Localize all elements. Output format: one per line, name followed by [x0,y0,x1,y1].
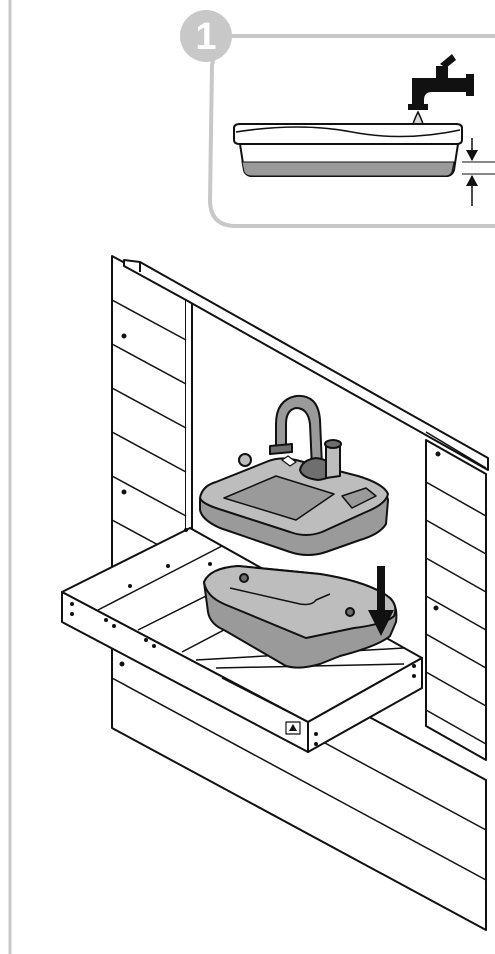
sink-faucet [269,394,342,481]
right-post [425,439,487,761]
down-arrow-icon [368,566,394,636]
sink-basin [199,453,389,556]
warning-label-icon [285,721,301,735]
step-badge [180,10,232,62]
step-number: 1 [195,16,216,58]
faucet-icon [408,54,474,110]
step-callout-panel: 1 [180,10,495,228]
water-tray [233,123,463,177]
counter-front-right [307,657,423,753]
fill-level-arrows-icon [462,138,495,206]
water-level-fill [241,161,455,177]
water-tank [203,565,398,669]
